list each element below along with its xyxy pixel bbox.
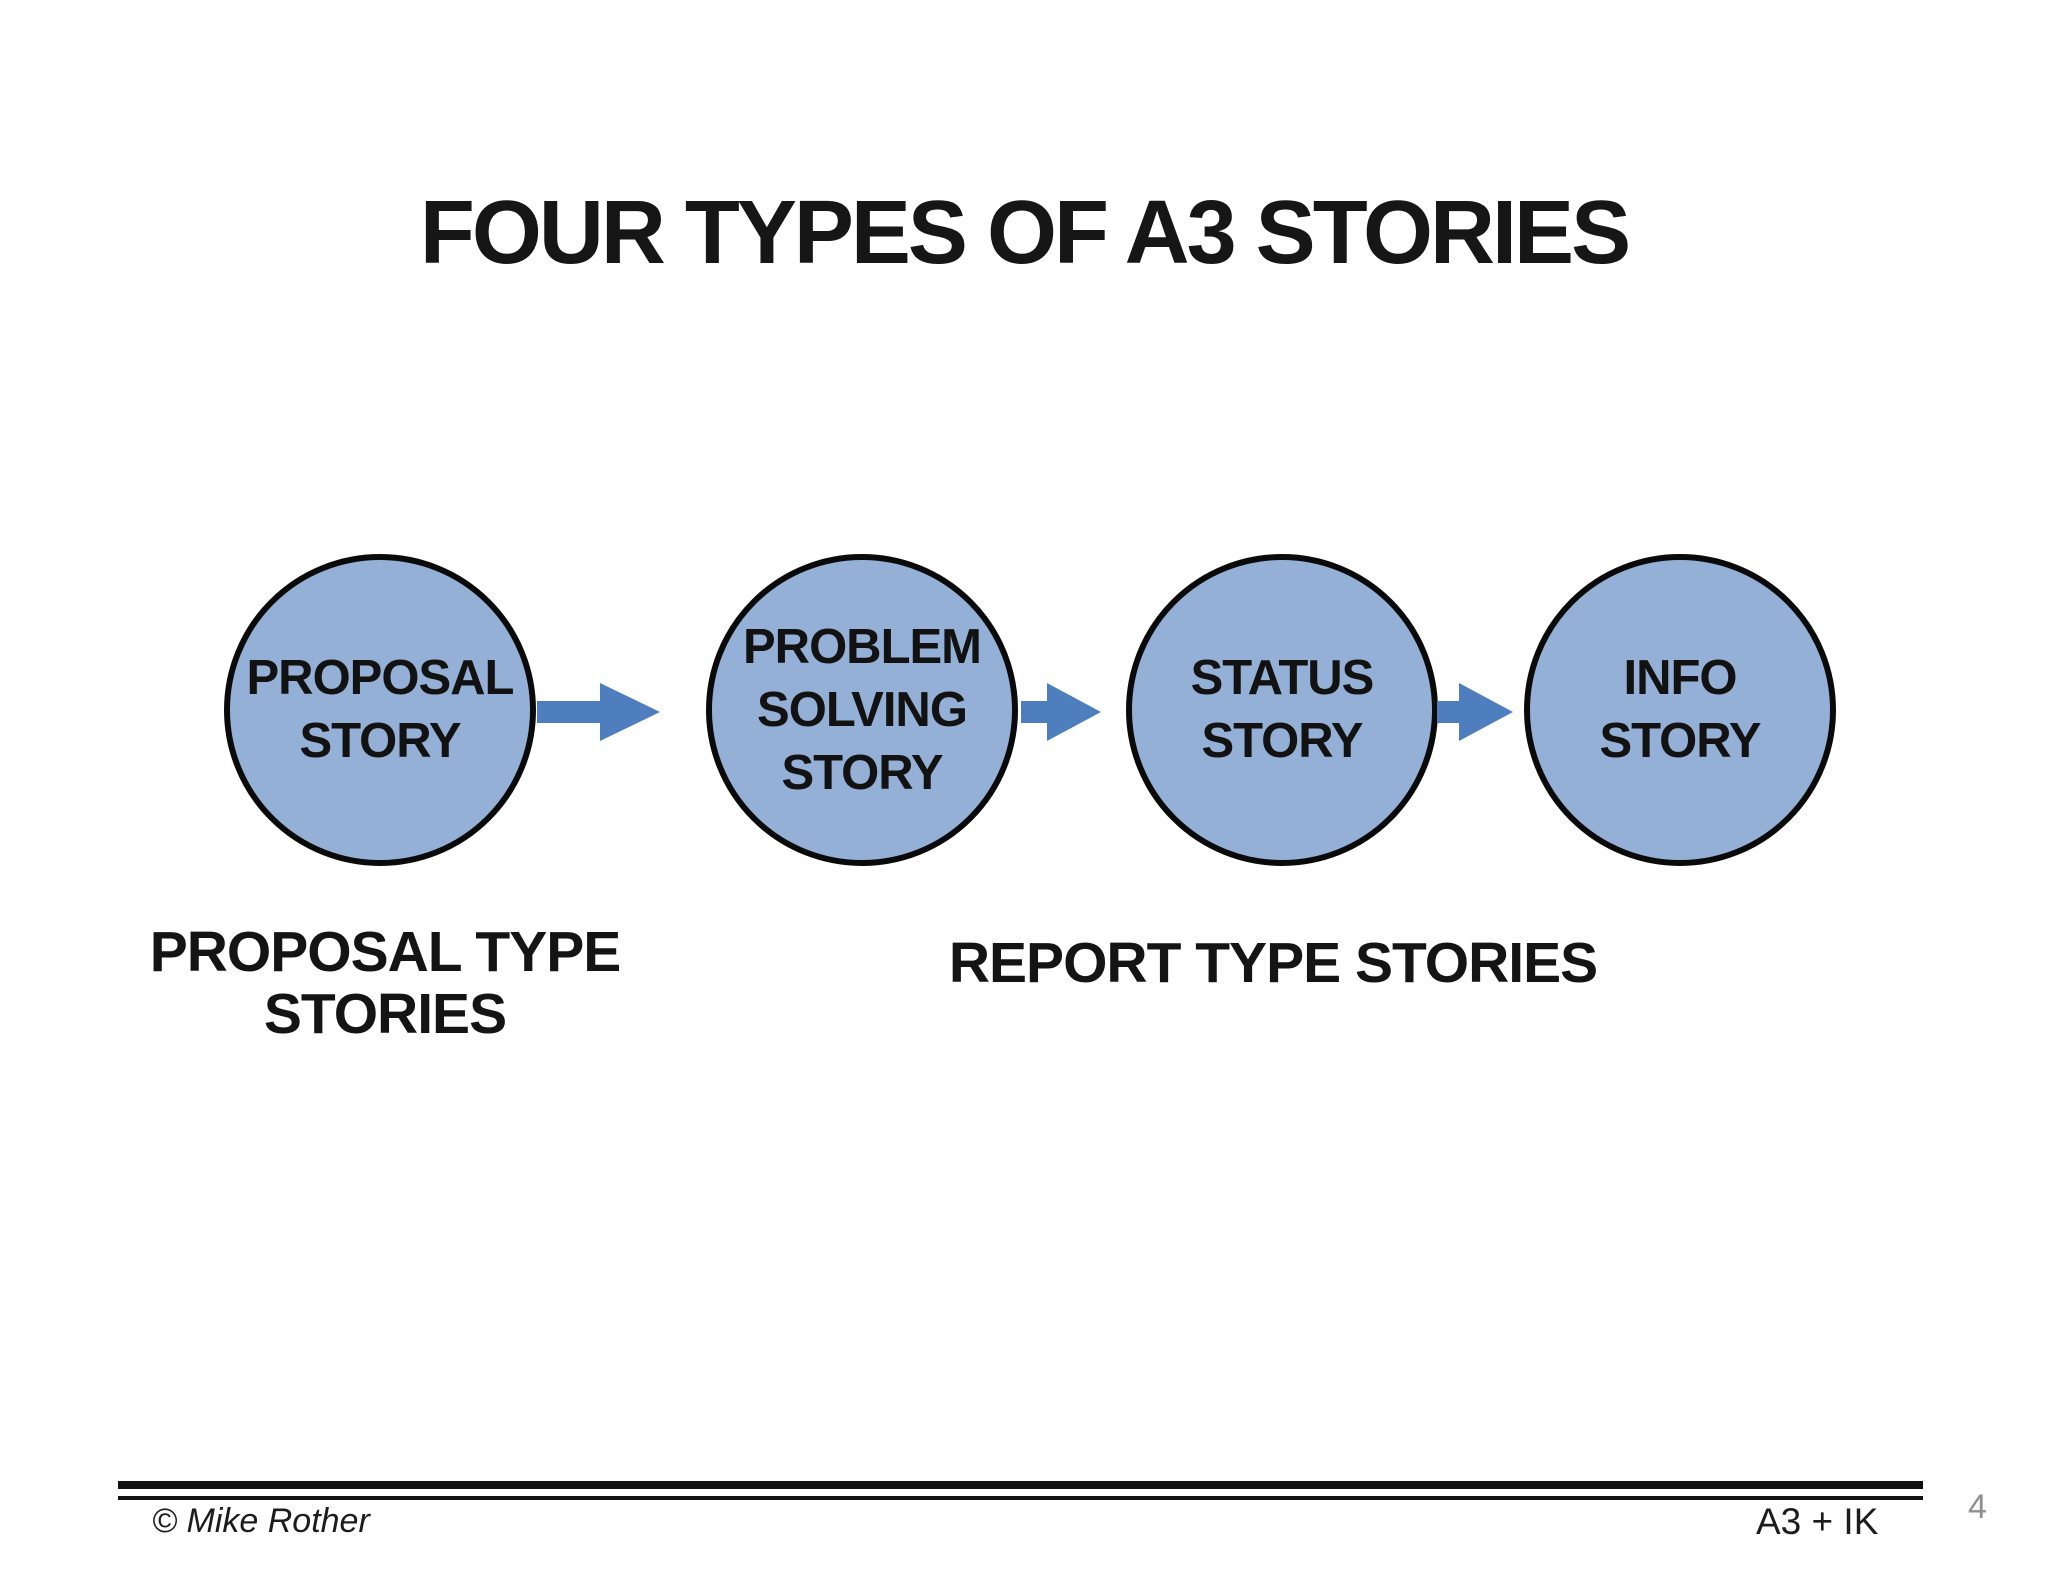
circle-text-line: STORY	[299, 714, 461, 768]
status-story-circle: STATUS STORY	[1126, 554, 1438, 866]
circle-text-line: STORY	[1201, 714, 1363, 768]
circle-text-line: PROPOSAL	[246, 651, 515, 705]
page-number: 4	[1968, 1488, 1987, 1526]
footer-divider-thin	[118, 1496, 1923, 1500]
circle-text-line: PROBLEM	[743, 619, 982, 674]
circle-text-line: STORY	[781, 745, 943, 800]
footer-divider-thick	[118, 1481, 1923, 1489]
slide-title: FOUR TYPES OF A3 STORIES	[419, 183, 1631, 283]
circle-text-line: INFO	[1623, 651, 1737, 705]
circle-text-line: STORY	[1599, 714, 1761, 768]
group-label-line: PROPOSAL TYPE	[149, 920, 622, 984]
problem-solving-story-circle: PROBLEM SOLVING STORY	[706, 554, 1018, 866]
circle-text-line: SOLVING	[757, 682, 968, 737]
right-arrow-shape	[1437, 683, 1513, 741]
info-story-circle: INFO STORY	[1524, 554, 1836, 866]
right-arrow-icon	[537, 683, 660, 741]
circle-text-line: STATUS	[1190, 651, 1375, 705]
right-arrow-shape	[537, 683, 660, 741]
footer-right-label: A3 + IK	[1756, 1501, 1879, 1542]
report-type-stories-label: REPORT TYPE STORIES	[923, 932, 1623, 994]
group-label-line: REPORT TYPE STORIES	[948, 931, 1598, 995]
proposal-story-circle: PROPOSAL STORY	[224, 554, 536, 866]
right-arrow-icon	[1437, 683, 1513, 741]
proposal-type-stories-label: PROPOSAL TYPE STORIES	[85, 921, 685, 1045]
group-label-line: STORIES	[263, 982, 507, 1046]
right-arrow-icon	[1021, 683, 1101, 741]
copyright-text: © Mike Rother	[152, 1502, 370, 1540]
right-arrow-shape	[1021, 683, 1101, 741]
